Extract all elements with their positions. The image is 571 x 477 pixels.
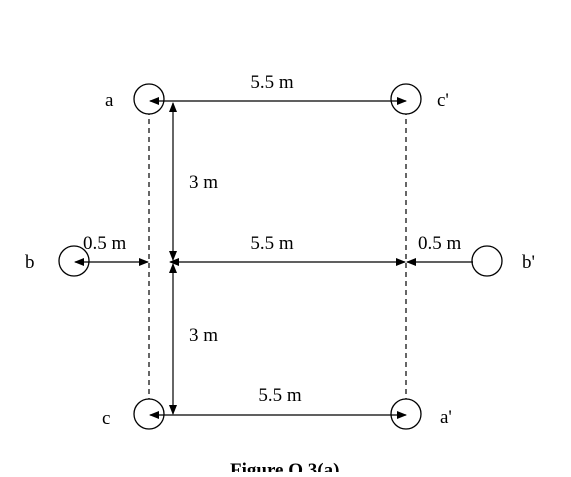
label-c: c [102, 408, 110, 429]
conductor-b-prime-circle [471, 245, 503, 277]
label-a: a [105, 90, 114, 111]
label-right-offset: 0.5 m [418, 233, 462, 254]
label-c-prime: c' [437, 90, 449, 111]
label-b: b [25, 252, 35, 273]
label-upper-vertical: 3 m [189, 172, 218, 193]
label-lower-vertical: 3 m [189, 325, 218, 346]
label-b-prime: b' [522, 252, 535, 273]
label-bottom-horizontal: 5.5 m [258, 385, 302, 406]
figure-caption: Figure Q 3(a) [230, 460, 339, 472]
label-top-horizontal: 5.5 m [250, 72, 294, 93]
conductor-a-prime-circle [390, 398, 422, 430]
conductor-a-circle [133, 83, 165, 115]
label-middle-horizontal: 5.5 m [250, 233, 294, 254]
conductor-c-circle [133, 398, 165, 430]
label-left-offset: 0.5 m [83, 233, 127, 254]
label-a-prime: a' [440, 407, 452, 428]
conductor-c-prime-circle [390, 83, 422, 115]
